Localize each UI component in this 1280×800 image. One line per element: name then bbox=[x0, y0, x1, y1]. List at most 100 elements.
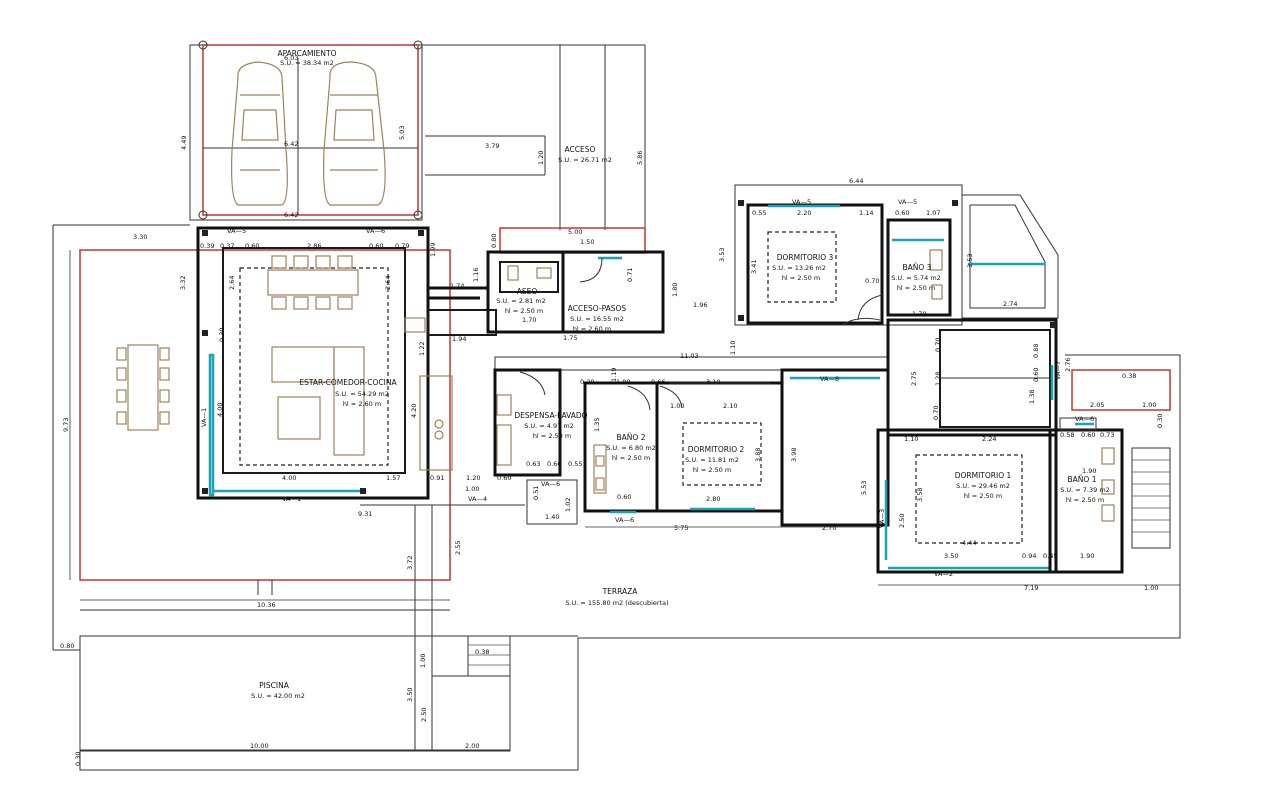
dim-label: 1.80 bbox=[671, 283, 679, 297]
dim-label: 0.37 bbox=[220, 242, 234, 250]
window-label: VA—7 bbox=[1054, 361, 1062, 380]
dim-label: 1.14 bbox=[859, 209, 873, 217]
dim-label: 0.39 bbox=[200, 242, 214, 250]
right-annex: 3.53 2.74 bbox=[961, 194, 1059, 319]
dim-label: 0.60 bbox=[617, 493, 631, 501]
window-label: VA—6 bbox=[366, 227, 385, 235]
dim-label: 0.60 bbox=[497, 474, 511, 482]
dim-label: 10.36 bbox=[257, 601, 276, 609]
dim-label: 5.86 bbox=[636, 151, 644, 165]
dim-label: 2.05 bbox=[1090, 401, 1104, 409]
room-name-dormitorio3: DORMITORIO 3 bbox=[777, 253, 834, 262]
dim-label: 5.00 bbox=[568, 228, 582, 236]
dim-label: 0.30 bbox=[218, 328, 226, 342]
dim-label: 0.58 bbox=[1060, 431, 1074, 439]
dim-label: 2.20 bbox=[797, 209, 811, 217]
dim-label: 2.80 bbox=[706, 495, 720, 503]
room-area-aparcamiento: S.U. = 38.34 m2 bbox=[280, 59, 334, 67]
dim-label: 4.49 bbox=[180, 136, 188, 150]
dim-label: 0.60 bbox=[1081, 431, 1095, 439]
bano3-room: BAÑO 3 S.U. = 5.74 m2 hl = 2.50 m 1.70 bbox=[886, 218, 952, 318]
dormitorio1-room: DORMITORIO 1 S.U. = 29.46 m2 hl = 2.50 m… bbox=[876, 428, 1180, 592]
dim-label: 2.75 bbox=[910, 372, 918, 386]
dim-label: 2.64 bbox=[384, 276, 392, 290]
dim-label: 2.24 bbox=[982, 435, 996, 443]
room-area-terraza: S.U. = 155.80 m2 (descubierta) bbox=[565, 599, 668, 607]
room-area-estar: S.U. = 54.29 m2 bbox=[335, 390, 389, 398]
dim-label: 0.55 bbox=[568, 460, 582, 468]
dim-label: 0.30 bbox=[1156, 414, 1164, 428]
room-area-dormitorio1: S.U. = 29.46 m2 bbox=[956, 482, 1010, 490]
dim-label: 4.00 bbox=[216, 403, 224, 417]
dim-label: 0.51 bbox=[532, 486, 540, 500]
dim-label: 0.38 bbox=[475, 648, 489, 656]
dim-label: 3.41 bbox=[750, 260, 758, 274]
dim-label: 2.00 bbox=[465, 742, 479, 750]
dim-label: 3.30 bbox=[133, 233, 147, 241]
dim-label: 1.57 bbox=[386, 474, 400, 482]
dim-label: 3.88 bbox=[754, 448, 762, 462]
dim-label: 1.80 bbox=[616, 378, 630, 386]
dim-label: 6.42 bbox=[284, 211, 298, 219]
dim-label: 2.50 bbox=[420, 708, 428, 722]
dim-label: 1.00 bbox=[1144, 584, 1158, 592]
dim-label: 1.00 bbox=[1142, 401, 1156, 409]
dim-label: 1.02 bbox=[564, 498, 572, 512]
dim-label: 1.40 bbox=[545, 513, 559, 521]
dim-label: 0.60 bbox=[895, 209, 909, 217]
dim-label: 0.60 bbox=[1032, 368, 1040, 382]
window-label: VA—6 bbox=[541, 480, 560, 488]
room-height-estar: hl = 2.60 m bbox=[343, 400, 381, 408]
dim-label: 1.70 bbox=[912, 310, 926, 318]
dim-label: 1.10 bbox=[729, 341, 737, 355]
dim-label: 4.44 bbox=[962, 539, 976, 547]
room-height-aseo: hl = 2.50 m bbox=[505, 307, 543, 315]
dim-label: 1.07 bbox=[926, 209, 940, 217]
parking-area: APARCAMIENTO S.U. = 38.34 m2 6.03 6.42 6… bbox=[180, 40, 423, 221]
middle-right-block: 2.75 1.28 0.70 0.70 0.88 0.60 1.38 1.10 … bbox=[886, 318, 1072, 443]
dim-label: 1.16 bbox=[472, 268, 480, 282]
dim-label: 2.86 bbox=[307, 242, 321, 250]
dim-label: 9.73 bbox=[62, 418, 70, 432]
room-height-dormitorio1: hl = 2.50 m bbox=[964, 492, 1002, 500]
window-label: VA—1 bbox=[200, 408, 208, 427]
room-area-dormitorio3: S.U. = 13.26 m2 bbox=[772, 264, 826, 272]
dim-label: 0.91 bbox=[430, 474, 444, 482]
dim-label: 1.75 bbox=[563, 334, 577, 342]
dim-label: 1.00 bbox=[419, 654, 427, 668]
dim-label: 1.90 bbox=[1082, 467, 1096, 475]
dim-label: 0.73 bbox=[1100, 431, 1114, 439]
dim-label: 0.70 bbox=[932, 406, 940, 420]
dim-label: 2.55 bbox=[454, 541, 462, 555]
dim-label: 7.19 bbox=[1024, 584, 1038, 592]
room-area-acceso-pasos: S.U. = 16.55 m2 bbox=[570, 315, 624, 323]
room-height-bano2: hl = 2.50 m bbox=[612, 454, 650, 462]
dim-label: 0.38 bbox=[1122, 372, 1136, 380]
room-name-dormitorio2: DORMITORIO 2 bbox=[688, 445, 745, 454]
dim-label: 4.20 bbox=[410, 404, 418, 418]
room-name-bano3: BAÑO 3 bbox=[903, 263, 932, 272]
room-area-bano3: S.U. = 5.74 m2 bbox=[891, 274, 941, 282]
room-area-despensa: S.U. = 4.97 m2 bbox=[524, 422, 574, 430]
dim-label: 3.10 bbox=[706, 378, 720, 386]
dim-label: 10.00 bbox=[250, 742, 269, 750]
dim-label: 0.70 bbox=[865, 277, 879, 285]
living-room: ESTAR-COMEDOR-COCINA S.U. = 54.29 m2 hl … bbox=[196, 226, 511, 518]
dim-label: 1.70 bbox=[522, 316, 536, 324]
room-name-estar: ESTAR-COMEDOR-COCINA bbox=[299, 378, 397, 387]
window-label: VA—8 bbox=[820, 375, 839, 383]
room-name-terraza: TERRAZA bbox=[602, 587, 639, 596]
dim-label: 3.98 bbox=[790, 448, 798, 462]
car-left bbox=[231, 61, 288, 206]
window-label: VA—2 bbox=[934, 570, 953, 578]
window-label: VA—3 bbox=[878, 509, 886, 528]
dim-label: 0.71 bbox=[626, 268, 634, 282]
dim-label: 1.19 bbox=[610, 368, 618, 382]
room-height-bano3: hl = 2.50 m bbox=[897, 284, 935, 292]
dim-label: 1.28 bbox=[934, 372, 942, 386]
room-height-acceso-pasos: hl = 2.60 m bbox=[573, 325, 611, 333]
dim-label: 1.99 bbox=[429, 243, 437, 257]
dim-label: 1.22 bbox=[418, 342, 426, 356]
dim-label: 2.70 bbox=[822, 524, 836, 532]
